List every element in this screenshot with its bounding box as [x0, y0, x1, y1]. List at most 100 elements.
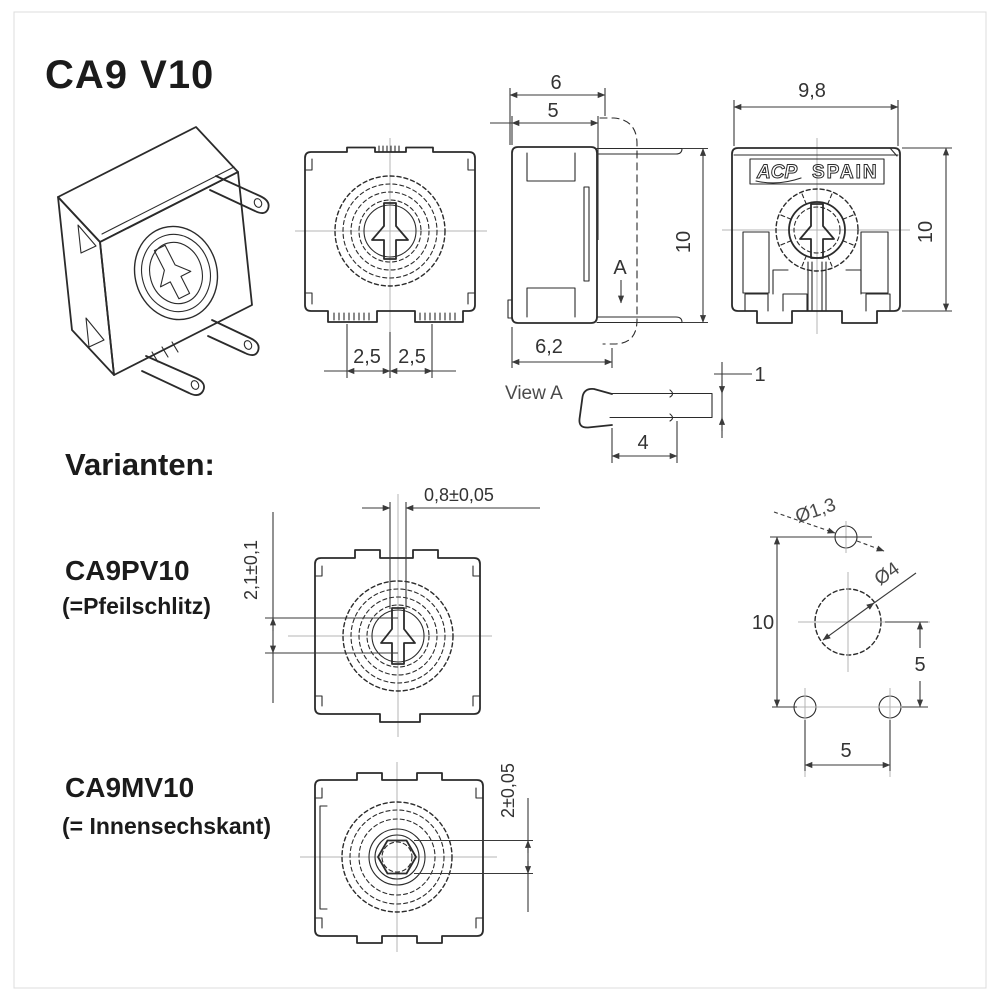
variant-mv10-name: CA9MV10 [65, 772, 194, 803]
view-a-label: View A [505, 383, 563, 404]
side-body-outline [511, 146, 598, 324]
brand-plate [749, 158, 885, 185]
view-a-detail: View A 1 4 [505, 362, 766, 463]
variant-mv10-subtitle: (= Innensechskant) [62, 813, 271, 839]
brand-origin-label: SPAIN [812, 162, 879, 183]
pv10-dim-slot-length-label: 2,1±0,1 [241, 540, 261, 600]
back-body-outline [731, 147, 901, 324]
back-rotor [775, 188, 859, 272]
back-rotor-castellations [778, 191, 856, 269]
holes-dim-5-bottom: 5 [804, 720, 891, 771]
back-block-right [860, 231, 889, 294]
rotor-hole-diameter-arrow [822, 602, 875, 641]
front-knurl-tab-right [419, 312, 456, 321]
pv10-dim-slot-width: 0,8±0,05 [362, 485, 540, 512]
varianten-heading: Varianten: [65, 447, 215, 482]
back-dim-10-label: 10 [915, 221, 937, 243]
page-border [13, 11, 987, 989]
side-dim-6-2: 6,2 [511, 327, 613, 368]
side-cutouts [526, 152, 576, 318]
back-dim-9-8: 9,8 [733, 80, 899, 146]
page-title: CA9 V10 [45, 53, 214, 97]
isometric-view [57, 126, 270, 396]
front-corner-notches [304, 158, 476, 305]
iso-rotor [133, 225, 219, 321]
side-pin-bottom [596, 316, 683, 324]
front-dim-pin-pitch: 2,5 2,5 [324, 324, 456, 378]
view-a-pin-head [578, 388, 613, 429]
iso-lead-top [209, 175, 270, 214]
front-rotor-circles [334, 175, 446, 287]
mv10-dim-hex-label: 2±0,05 [498, 763, 518, 818]
section-arrow-a: A [613, 257, 627, 304]
pv10-rotor-circles [342, 580, 454, 692]
pv10-arrow-slot [380, 607, 416, 665]
pv10-corner-notches [314, 565, 481, 707]
pv10-slot-projection-lines [389, 502, 407, 609]
mv10-dim-hex: 2±0,05 [414, 763, 533, 912]
back-view: ACP SPAIN 9,8 10 [722, 80, 952, 334]
back-dim-10: 10 [902, 147, 952, 312]
variant-pv10-subtitle: (=Pfeilschlitz) [62, 593, 211, 619]
back-center-leg [807, 261, 827, 312]
front-body-outline [304, 146, 476, 323]
mv10-body-outline [314, 772, 484, 944]
iso-knurl-marks [151, 341, 179, 363]
mv10-rotor-circles [341, 801, 453, 913]
mv10-hex-socket [377, 839, 417, 875]
side-dim-6-label: 6 [550, 72, 561, 94]
front-arrow-slot [371, 202, 409, 260]
back-leg-sections [744, 293, 891, 312]
iso-arrow-slot [153, 244, 192, 300]
brand-logo-swoosh [755, 177, 802, 184]
side-dim-6: 6 [509, 72, 606, 145]
back-arrow-slot [799, 203, 835, 259]
pcb-hole-pattern: Ø1,3 Ø4 10 5 5 [752, 494, 930, 777]
iso-left-face [57, 196, 115, 376]
view-a-dim-4-label: 4 [637, 432, 648, 454]
pv10-dim-slot-length: 2,1±0,1 [241, 512, 398, 703]
side-dim-6-2-label: 6,2 [535, 336, 563, 358]
side-dim-10: 10 [673, 147, 708, 324]
pv10-dim-slot-width-label: 0,8±0,05 [424, 485, 494, 505]
side-pin-top [596, 147, 683, 155]
side-dim-5: 5 [490, 100, 599, 240]
mv10-side-bracket [319, 805, 328, 910]
mv10-corner-notches [314, 787, 484, 929]
back-dim-9-8-label: 9,8 [798, 80, 826, 102]
brand-logo: ACP [756, 162, 797, 183]
front-view: 2,5 2,5 [295, 138, 487, 378]
view-a-dim-1: 1 [714, 362, 766, 438]
iso-front-face [99, 171, 253, 376]
holes-dim-5-bottom-label: 5 [840, 740, 851, 762]
side-dim-5-label: 5 [547, 100, 558, 122]
view-a-dim-1-label: 1 [754, 364, 765, 386]
front-knurl-tab-left [333, 312, 370, 321]
wiper-hole-leader [773, 511, 836, 534]
pv10-body-outline [314, 549, 481, 723]
side-view: 6 5 10 6,2 A [490, 72, 708, 368]
side-rotor-dashed-outline [599, 117, 638, 345]
back-block-left [742, 231, 770, 294]
iso-lead-bottom [141, 355, 205, 396]
variant-pv10-name: CA9PV10 [65, 555, 190, 586]
holes-dim-5-right-label: 5 [914, 654, 925, 676]
view-a-break-marks [669, 389, 674, 422]
holes-dim-10-label: 10 [752, 612, 774, 634]
front-dim-right-label: 2,5 [398, 346, 426, 368]
section-a-label: A [613, 257, 627, 279]
holes-dim-10: 10 [752, 536, 797, 708]
mv10-view: 2±0,05 [300, 762, 533, 952]
front-dim-left-label: 2,5 [353, 346, 381, 368]
wiper-hole-label: Ø1,3 [793, 494, 839, 527]
holes-dim-5-right: 5 [885, 621, 928, 708]
iso-lead-right [207, 319, 260, 356]
side-dim-10-label: 10 [673, 231, 695, 253]
view-a-pin-blade [609, 392, 713, 419]
iso-corner-notches [77, 224, 105, 348]
front-knurl-top [378, 145, 400, 153]
view-a-dim-4: 4 [611, 421, 678, 463]
pv10-view: 0,8±0,05 2,1±0,1 [241, 485, 540, 737]
